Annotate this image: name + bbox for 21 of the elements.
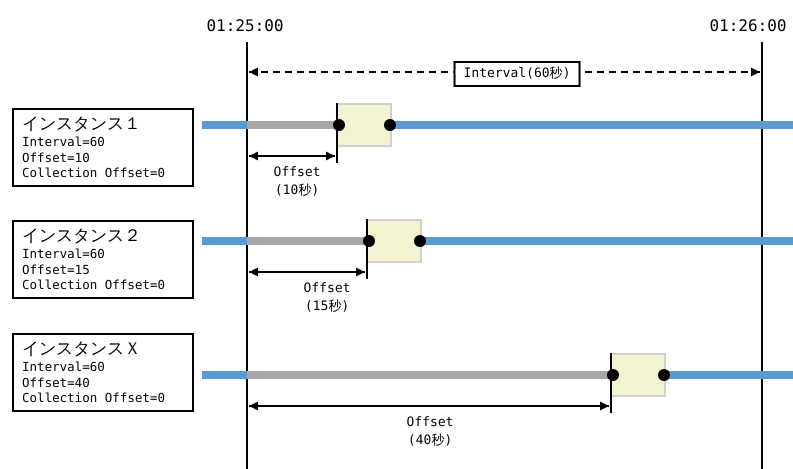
instance-box	[12, 333, 194, 412]
time-label: 01:26:00	[708, 17, 788, 35]
offset-label: Offset (15秒)	[302, 280, 352, 316]
instance-title: インスタンス２	[22, 226, 142, 246]
parameter-text: Interval=60	[22, 134, 106, 150]
parameter-text: Collection Offset=0	[22, 165, 166, 180]
instance-box	[12, 220, 194, 298]
parameter-text: Interval=60	[22, 359, 106, 374]
parameter-text: Collection Offset=0	[22, 390, 166, 406]
instance-title: インスタンス１	[22, 114, 142, 134]
time-label: 01:25:00	[205, 17, 285, 35]
parameter-text: Collection Offset=0	[22, 277, 166, 292]
parameter-text: Offset=40	[22, 374, 91, 390]
offset-label: Offset (10秒)	[272, 164, 322, 200]
instance-title: インスタンスＸ	[22, 339, 142, 359]
interval-label: Interval(60秒)	[454, 61, 580, 87]
parameter-text: Offset=15	[22, 262, 91, 277]
offset-label: Offset (40秒)	[406, 414, 454, 450]
parameter-text: Interval=60	[22, 246, 106, 262]
instance-box	[12, 108, 194, 186]
parameter-text: Offset=10	[22, 150, 91, 165]
